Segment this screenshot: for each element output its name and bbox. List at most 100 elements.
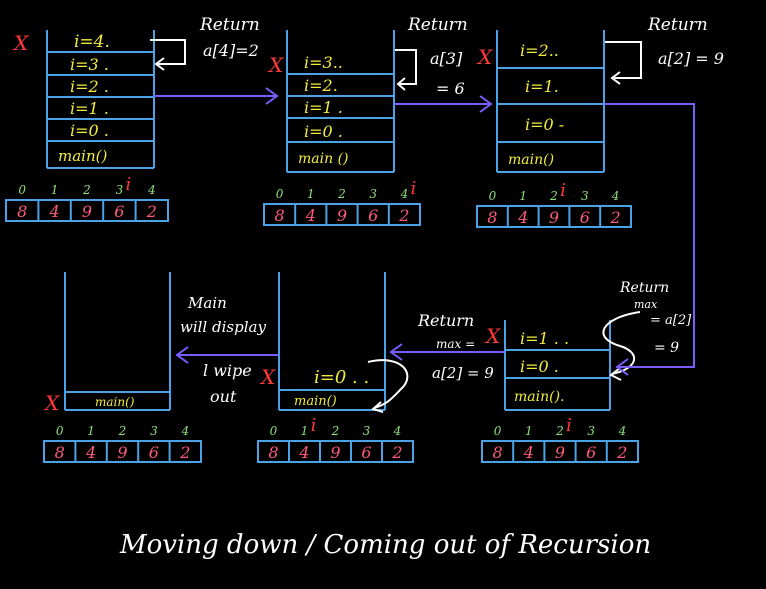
return-note-left: a[2] = 9	[432, 364, 494, 382]
array-index: 3	[369, 187, 377, 201]
index-pointer-mark: i	[411, 178, 417, 199]
return-note: a[2] = 9	[658, 49, 724, 68]
return-note: = 9	[654, 340, 679, 356]
flow-arrowhead	[265, 87, 279, 105]
frame-cell: i=4.	[74, 32, 110, 52]
array-index: 3	[116, 183, 124, 197]
frame-cell: i=1 .	[304, 98, 343, 117]
array-index: 0	[18, 183, 26, 197]
array-value: 9	[555, 443, 565, 462]
frame-cell: i=2 .	[70, 77, 109, 96]
frame-cell: i=2..	[520, 41, 559, 60]
array-index: 1	[301, 424, 309, 438]
return-note: Return	[199, 15, 260, 35]
array-index: 2	[549, 189, 558, 203]
frame-cell: main()	[58, 147, 107, 165]
index-pointer-mark: i	[126, 174, 132, 195]
array-index: 3	[150, 424, 158, 438]
index-pointer-mark: i	[560, 180, 566, 201]
display-note: Main	[187, 294, 227, 312]
array-value: 4	[517, 208, 528, 227]
array-index: 4	[618, 424, 627, 438]
return-note: a[3]	[430, 49, 463, 68]
flow-arrowhead	[389, 343, 403, 361]
crossed-out-mark: X	[476, 45, 493, 69]
crossed-out-mark: X	[12, 31, 29, 55]
array-index: 4	[393, 424, 402, 438]
array-index: 1	[307, 187, 315, 201]
array-outline	[476, 205, 632, 228]
wipe-out-note: out	[210, 387, 237, 406]
frame-cell: main()	[294, 394, 337, 409]
stack-frame-5: i=0 . . main() X l wipe out	[203, 272, 409, 413]
crossed-out-mark: X	[484, 324, 501, 348]
frame-cell: i=2.	[304, 76, 338, 95]
flow-arrow	[604, 103, 695, 368]
return-note: Return	[407, 15, 468, 35]
array-value: 2	[616, 443, 627, 462]
return-bracket	[605, 41, 642, 79]
array-index: 2	[331, 424, 340, 438]
frame-cell: main ()	[298, 151, 349, 167]
array-index: 1	[519, 189, 527, 203]
array-index: 2	[82, 183, 91, 197]
frame-cell: i=1.	[525, 77, 559, 96]
stack-frame-2: i=3.. i=2. i=1 . i=0 . main () X Return …	[267, 15, 468, 173]
array-index: 1	[51, 183, 59, 197]
array-value: 2	[391, 443, 402, 462]
stack-frame-6: main() X Main will display	[43, 272, 266, 415]
return-note-left: Return	[417, 311, 474, 330]
stack-frame-3: i=2.. i=1. i=0 - main() X Return a[2] = …	[476, 15, 724, 173]
array-value: 9	[330, 443, 340, 462]
array-index: 3	[581, 189, 589, 203]
array-value: 9	[82, 202, 92, 221]
array-value: 6	[586, 443, 596, 462]
array-index: 4	[611, 189, 620, 203]
array-value: 6	[114, 202, 124, 221]
array-outline	[481, 440, 639, 463]
array-value: 8	[493, 443, 503, 462]
array-value: 8	[268, 443, 278, 462]
array-outline	[5, 199, 169, 222]
array-index: 0	[56, 424, 64, 438]
flow-arrowhead	[479, 95, 493, 113]
stack-frame-1: i=4. i=3 . i=2 . i=1 . i=0 . main() X Re…	[12, 15, 260, 169]
index-pointer-mark: i	[311, 415, 317, 436]
array-index: 0	[489, 189, 497, 203]
array-index: 0	[494, 424, 502, 438]
array-value: 9	[337, 206, 347, 225]
return-note: = 6	[436, 79, 465, 98]
array-index: 1	[525, 424, 533, 438]
array-index: 0	[270, 424, 278, 438]
array-value: 2	[146, 202, 157, 221]
array-value: 2	[610, 208, 621, 227]
return-note: Return	[647, 15, 708, 35]
frame-cell: i=0 .	[520, 357, 559, 376]
frame-cell: i=0 -	[525, 115, 564, 134]
return-arrowhead	[370, 401, 384, 413]
array-value: 6	[580, 208, 590, 227]
array-index: 1	[87, 424, 95, 438]
array-index: 0	[276, 187, 284, 201]
array-value: 6	[368, 206, 378, 225]
stack-frame-4: i=1 . . i=0 . main(). X Return max = a[2…	[417, 280, 692, 411]
return-note: Return	[619, 280, 669, 296]
frame-cell: i=0 .	[304, 122, 343, 141]
array-value: 4	[298, 443, 309, 462]
array-index: 4	[147, 183, 156, 197]
return-note: max	[634, 298, 658, 311]
frame-cell: i=0 . .	[314, 367, 369, 388]
index-pointer-mark: i	[566, 415, 572, 436]
array-index: 2	[118, 424, 127, 438]
frame-cell: main()	[508, 152, 554, 168]
array-value: 6	[149, 443, 159, 462]
array-value: 2	[179, 443, 190, 462]
return-bracket	[150, 39, 186, 65]
frame-cell: main().	[514, 389, 565, 405]
return-note: = a[2]	[650, 313, 692, 328]
